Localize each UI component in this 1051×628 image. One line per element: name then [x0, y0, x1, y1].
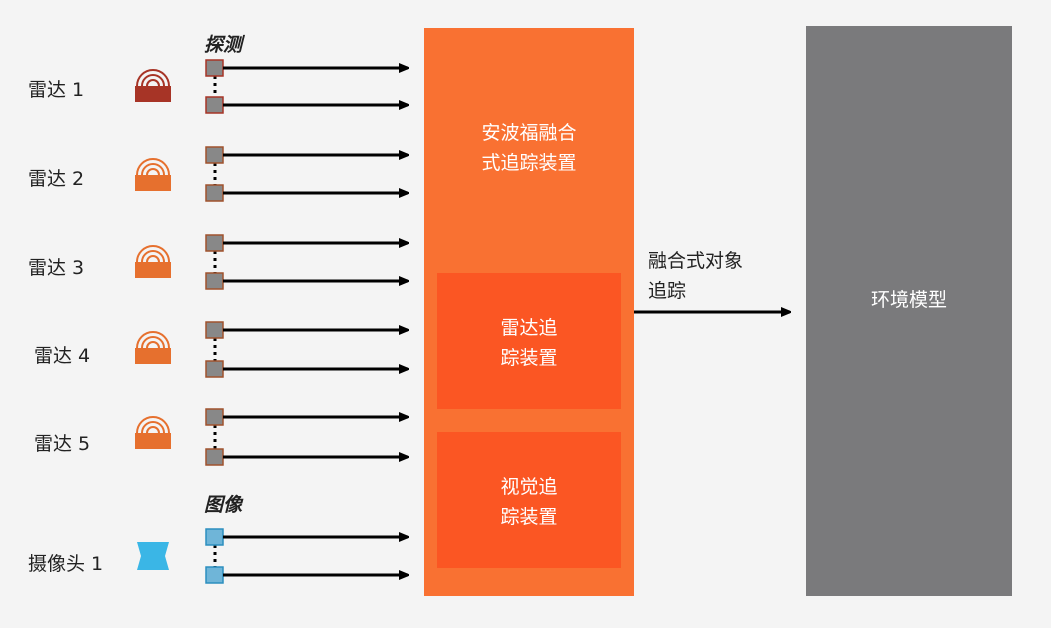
- radar-3-wave-1: [136, 245, 170, 263]
- radar-tracker-label-line-1: 雷达追: [500, 317, 558, 339]
- radar-5-icon: [135, 433, 171, 449]
- output-edge-label: 融合式对象 追踪: [648, 246, 743, 306]
- vision-tracker-label-line-1: 视觉追: [500, 476, 558, 498]
- environment-model-box: [806, 26, 1012, 596]
- radar-1-wave-2: [141, 74, 165, 87]
- radar-2-wave-1: [136, 158, 170, 176]
- radar-3-wave-3: [146, 255, 160, 263]
- sensor-4-port-2: [205, 360, 224, 378]
- fusion-tracker-title-line-2: 式追踪装置: [481, 152, 577, 174]
- output-edge-label-line-1: 融合式对象: [648, 250, 744, 272]
- sensor-2-port-2: [205, 184, 224, 202]
- radar-1-wave-3: [146, 79, 160, 87]
- sensor-label-radar-4: 雷达 4: [34, 345, 91, 367]
- sensor-5-port-2: [205, 448, 224, 466]
- fusion-tracker-title-line-1: 安波福融合: [481, 122, 577, 144]
- output-edge-label-line-2: 追踪: [648, 280, 687, 302]
- radar-4-wave-3: [146, 341, 160, 349]
- sensor-label-radar-3: 雷达 3: [28, 257, 85, 279]
- sensor-label-radar-5: 雷达 5: [34, 433, 91, 455]
- radar-5-wave-2: [141, 421, 165, 434]
- radar-tracker-label: 雷达追 踪装置: [437, 313, 621, 373]
- sensor-6-port-2: [205, 566, 224, 584]
- radar-4-wave-1: [136, 331, 170, 349]
- sensor-1-port-1: [205, 59, 224, 77]
- sensor-label-radar-1: 雷达 1: [28, 79, 85, 101]
- radar-1-wave-1: [136, 69, 170, 87]
- sensor-4-port-1: [205, 321, 224, 339]
- radar-1-icon: [135, 86, 171, 102]
- radar-3-icon: [135, 262, 171, 278]
- vision-tracker-label-line-2: 踪装置: [500, 506, 558, 528]
- sensor-3-port-2: [205, 272, 224, 290]
- sensor-label-radar-2: 雷达 2: [28, 168, 85, 190]
- radar-tracker-label-line-2: 踪装置: [500, 347, 558, 369]
- sensor-1-port-2: [205, 96, 224, 114]
- fusion-tracker-title: 安波福融合 式追踪装置: [424, 118, 634, 178]
- sensor-label-camera-1: 摄像头 1: [28, 553, 104, 575]
- radar-3-wave-2: [141, 250, 165, 263]
- sensor-6-port-1: [205, 528, 224, 546]
- radar-5-wave-1: [136, 416, 170, 434]
- radar-tracker-box: [437, 273, 621, 409]
- vision-tracker-label: 视觉追 踪装置: [437, 472, 621, 532]
- environment-model-label: 环境模型: [870, 289, 947, 311]
- radar-2-wave-2: [141, 163, 165, 176]
- radar-2-icon: [135, 175, 171, 191]
- radar-5-wave-3: [146, 426, 160, 434]
- section-image-label: 图像: [204, 494, 243, 516]
- section-detection-label: 探测: [204, 34, 243, 56]
- radar-4-wave-2: [141, 336, 165, 349]
- sensor-5-port-1: [205, 408, 224, 426]
- radar-4-icon: [135, 348, 171, 364]
- radar-2-wave-3: [146, 168, 160, 176]
- sensor-3-port-1: [205, 234, 224, 252]
- camera-6-icon: [137, 542, 169, 570]
- sensor-2-port-1: [205, 146, 224, 164]
- vision-tracker-box: [437, 432, 621, 568]
